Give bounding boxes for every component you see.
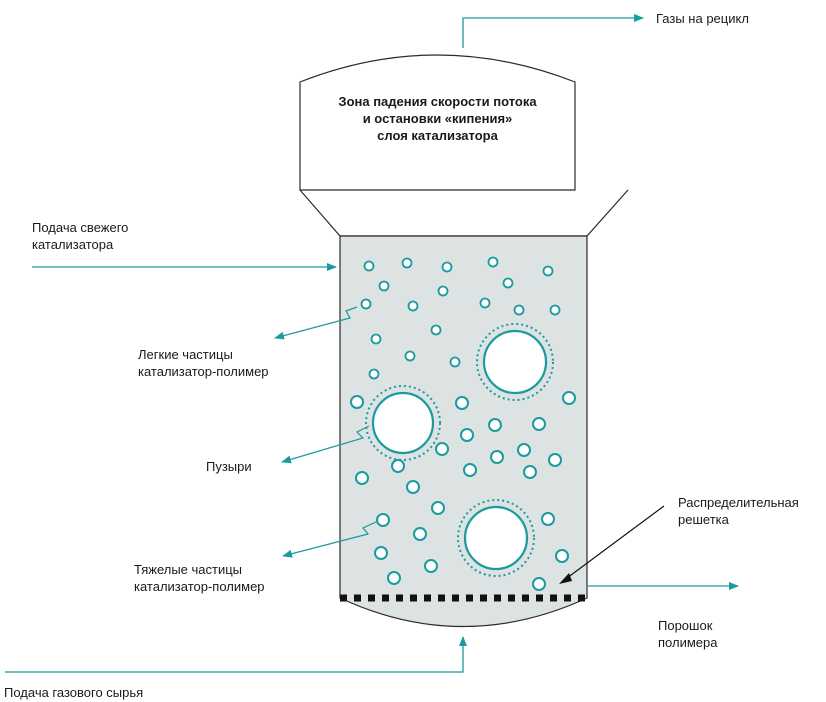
light-particle [549, 304, 561, 316]
heavy-particles-line1: Тяжелые частицы [134, 562, 243, 577]
distributor-line2: решетка [678, 512, 729, 527]
light-particle [363, 260, 375, 272]
recycle-gas-label: Газы на рецикл [656, 11, 749, 26]
heavy-particle [541, 512, 555, 526]
light-particle [441, 261, 453, 273]
heavy-particle [413, 527, 427, 541]
heavy-particle [391, 459, 405, 473]
light-particles [360, 256, 561, 380]
distributor-callout-arrowhead [559, 573, 572, 584]
heavy-particle [523, 465, 537, 479]
heavy-particle [532, 417, 546, 431]
polymer-powder-line2: полимера [658, 635, 718, 650]
light-particle [542, 265, 554, 277]
light-particle [378, 280, 390, 292]
conical-transition [299, 189, 629, 237]
heavy-particles-label: Тяжелые частицы катализатор-полимер [134, 561, 265, 595]
light-particle [368, 368, 380, 380]
light-particle [404, 350, 416, 362]
heavy-particle [490, 450, 504, 464]
bubble-3 [457, 499, 535, 577]
heavy-particle [387, 571, 401, 585]
light-particle [437, 285, 449, 297]
light-particle [407, 300, 419, 312]
heavy-particles [350, 391, 576, 591]
polymer-powder-line1: Порошок [658, 618, 713, 633]
light-particles-line1: Легкие частицы [138, 347, 233, 362]
heavy-particles-line2: катализатор-полимер [134, 579, 265, 594]
recycle-gas-line [462, 14, 644, 48]
light-particle [449, 356, 461, 368]
heavy-particle [374, 546, 388, 560]
zone-title: Зона падения скорости потока и остановки… [300, 93, 575, 144]
polymer-powder-label: Порошок полимера [658, 617, 717, 651]
heavy-particle [532, 577, 546, 591]
fresh-catalyst-label: Подача свежего катализатора [32, 219, 128, 253]
heavy-particle [555, 549, 569, 563]
heavy-particle [355, 471, 369, 485]
fresh-catalyst-line1: Подача свежего [32, 220, 129, 235]
distributor-label: Распределительная решетка [678, 494, 799, 528]
gas-feed-label: Подача газового сырья [4, 685, 144, 700]
heavy-particle [488, 418, 502, 432]
heavy-particle [517, 443, 531, 457]
heavy-particle [562, 391, 576, 405]
zone-title-line2: и остановки «кипения» [362, 111, 513, 126]
distributor-line1: Распределительная [678, 495, 799, 510]
light-particles-line2: катализатор-полимер [138, 364, 269, 379]
heavy-particle [431, 501, 445, 515]
light-particle [479, 297, 491, 309]
light-particle [370, 333, 382, 345]
heavy-particle [548, 453, 562, 467]
light-particle [502, 277, 514, 289]
zone-title-line1: Зона падения скорости потока [338, 94, 537, 109]
heavy-particle [460, 428, 474, 442]
light-particles-label: Легкие частицы катализатор-полимер [138, 346, 269, 380]
bubble-1 [476, 323, 554, 401]
light-particle [401, 257, 413, 269]
light-particle [360, 298, 372, 310]
heavy-particle [463, 463, 477, 477]
heavy-particle [455, 396, 469, 410]
heavy-particles-callout [282, 520, 379, 558]
heavy-particle [435, 442, 449, 456]
zone-title-line3: слоя катализатора [377, 128, 498, 143]
light-particle [487, 256, 499, 268]
heavy-particle [376, 513, 390, 527]
light-particles-callout [274, 306, 358, 340]
bubbles-label: Пузыри [206, 459, 252, 474]
bubbles-callout [281, 425, 370, 464]
fresh-catalyst-line2: катализатора [32, 237, 114, 252]
disengagement-zone [299, 54, 576, 191]
distributor-callout-arrow [562, 505, 665, 582]
light-particle [430, 324, 442, 336]
heavy-particle [406, 480, 420, 494]
heavy-particle [350, 395, 364, 409]
gas-feed-line [5, 636, 467, 673]
heavy-particle [424, 559, 438, 573]
bubble-2 [365, 385, 441, 461]
light-particle [513, 304, 525, 316]
